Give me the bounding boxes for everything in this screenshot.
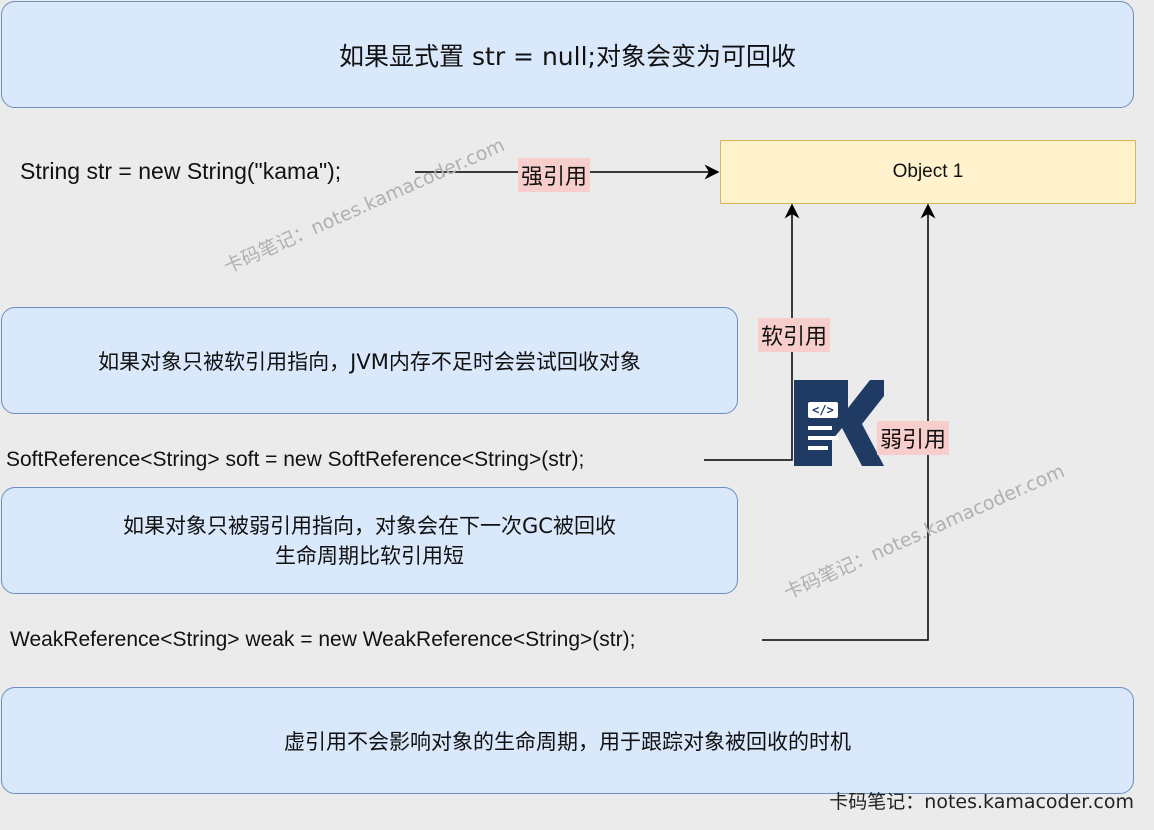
object-1-label: Object 1 xyxy=(892,161,964,182)
weak-reference-note-line1: 如果对象只被弱引用指向，对象会在下一次GC被回收 xyxy=(123,513,616,538)
soft-reference-arrow xyxy=(704,203,800,461)
weak-reference-note: 如果对象只被弱引用指向，对象会在下一次GC被回收 生命周期比软引用短 xyxy=(1,487,738,594)
weak-reference-note-line2: 生命周期比软引用短 xyxy=(275,543,464,568)
soft-reference-note: 如果对象只被软引用指向，JVM内存不足时会尝试回收对象 xyxy=(1,307,738,414)
object-1-box: Object 1 xyxy=(720,140,1136,204)
strong-reference-tag: 强引用 xyxy=(518,158,591,192)
footer-credit: 卡码笔记：notes.kamacoder.com xyxy=(829,791,1134,813)
soft-reference-code: SoftReference<String> soft = new SoftRef… xyxy=(6,448,585,471)
svg-text:</>: </> xyxy=(812,403,834,417)
weak-reference-code: WeakReference<String> weak = new WeakRef… xyxy=(10,628,636,651)
kamacoder-logo-icon: </> xyxy=(794,380,884,466)
null-assignment-note-text: 如果显式置 str = null;对象会变为可回收 xyxy=(339,41,796,71)
weak-reference-tag: 弱引用 xyxy=(877,421,950,455)
soft-reference-tag: 软引用 xyxy=(758,318,831,352)
weak-reference-arrow xyxy=(762,203,936,641)
phantom-reference-note-text: 虚引用不会影响对象的生命周期，用于跟踪对象被回收的时机 xyxy=(284,729,851,754)
soft-reference-note-text: 如果对象只被软引用指向，JVM内存不足时会尝试回收对象 xyxy=(98,349,641,374)
strong-reference-code: String str = new String("kama"); xyxy=(20,158,342,184)
null-assignment-note: 如果显式置 str = null;对象会变为可回收 xyxy=(1,1,1134,108)
phantom-reference-note: 虚引用不会影响对象的生命周期，用于跟踪对象被回收的时机 xyxy=(1,687,1134,794)
